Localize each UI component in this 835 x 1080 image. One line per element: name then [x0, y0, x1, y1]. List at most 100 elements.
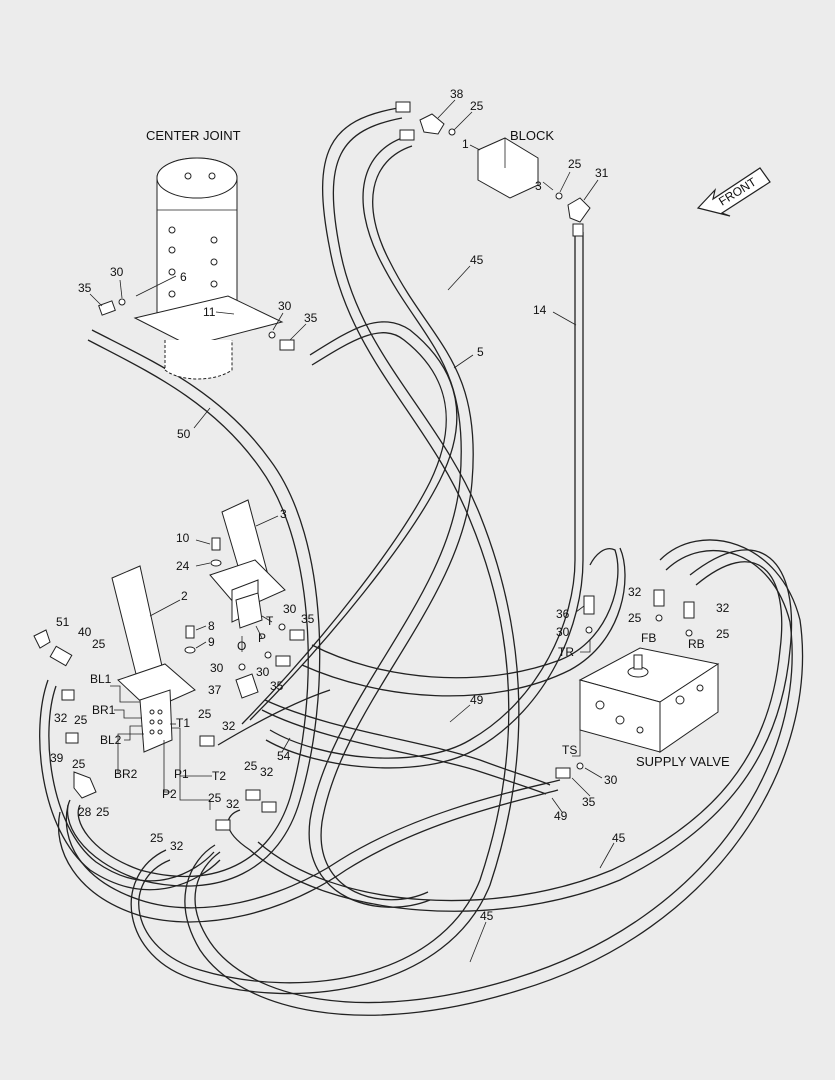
cj-port-f	[210, 258, 218, 266]
leader-9	[195, 641, 207, 649]
callout-25-t2: 25	[244, 759, 258, 773]
hose-28-b	[57, 789, 559, 923]
block-port-1: 1	[462, 137, 469, 151]
hose-cj-right-a	[249, 321, 458, 721]
leader-bl1	[110, 685, 140, 703]
leader-50	[193, 407, 211, 429]
callout-45-top: 45	[470, 253, 484, 267]
supply-valve	[578, 647, 720, 753]
fitting-37	[235, 673, 259, 699]
callout-51: 51	[56, 615, 70, 629]
callout-25-block-a: 25	[470, 99, 484, 113]
block-leader-3	[542, 181, 554, 191]
port-t: T	[266, 614, 274, 628]
port-bl2: BL2	[100, 733, 122, 747]
leader-p2	[163, 740, 172, 793]
callout-37: 37	[208, 683, 222, 697]
sv-port-3	[636, 726, 644, 734]
callout-14: 14	[533, 303, 547, 317]
bolt-10	[211, 537, 221, 551]
leader-10	[195, 539, 211, 545]
callout-45-bottom: 45	[480, 909, 494, 923]
callout-30-cj-right: 30	[278, 299, 292, 313]
leader-p	[255, 625, 263, 639]
oring-30-pv-o	[238, 663, 246, 671]
leader-45-right	[599, 842, 615, 869]
fitting-35-cj-left	[98, 300, 116, 316]
cj-port-c	[168, 268, 176, 276]
leader-cj-right-30	[272, 312, 284, 331]
pedal-3	[209, 499, 286, 629]
brake-valve-port-6	[157, 729, 163, 735]
callout-30-pv-o: 30	[210, 661, 224, 675]
callout-30-ts: 30	[604, 773, 618, 787]
leader-t2	[172, 727, 212, 777]
leader-ts	[572, 700, 581, 757]
hose-bl1-a	[39, 679, 221, 891]
center-joint: 6 11	[133, 157, 284, 380]
fitting-32-rb	[683, 601, 695, 619]
leader-49-low	[551, 797, 563, 813]
leader-t	[261, 615, 273, 623]
leader-45-bottom	[469, 921, 487, 963]
leader-cj-left-35	[89, 293, 103, 307]
leader-tr	[580, 640, 591, 653]
port-t1: T1	[176, 716, 190, 730]
callout-36: 36	[556, 607, 570, 621]
fitting-28	[73, 771, 97, 799]
washer-9	[184, 646, 196, 654]
callout-25-block-b: 25	[568, 157, 582, 171]
leader-45-top	[447, 265, 471, 291]
hose-45-bottom-b	[194, 549, 793, 1004]
port-br1: BR1	[92, 703, 116, 717]
callout-32-p1: 32	[226, 797, 240, 811]
brake-valve-body	[139, 689, 173, 753]
callout-35-ts: 35	[582, 795, 596, 809]
callout-32-t2: 32	[260, 765, 274, 779]
callout-32-p2: 32	[170, 839, 184, 853]
fitting-38	[419, 113, 445, 135]
port-p2: P2	[162, 787, 177, 801]
leader-24	[195, 562, 211, 567]
callout-25-fb: 25	[628, 611, 642, 625]
hose-49-c	[264, 699, 551, 786]
callout-3: 3	[280, 507, 287, 521]
front-arrow-shape	[696, 167, 771, 217]
hose-bl1-b	[48, 685, 215, 882]
oring-30-cj-left	[118, 298, 126, 306]
callout-5: 5	[477, 345, 484, 359]
leader-2	[149, 599, 181, 617]
pedal-2	[111, 565, 196, 753]
cj-port-d	[168, 290, 176, 298]
port-ts: TS	[562, 743, 577, 757]
leader-5	[453, 354, 474, 369]
fitting-40	[49, 645, 73, 667]
port-rb: RB	[688, 637, 705, 651]
port-labels: BL1 BR1 BL2 BR2 T1 T2 P1 P2 T P O TR TS …	[90, 614, 705, 801]
hoses	[39, 107, 804, 1016]
leader-cj-left-30	[119, 279, 123, 299]
block-body	[477, 137, 539, 199]
pedal-valve-small	[235, 592, 263, 629]
callout-30-tr: 30	[556, 625, 570, 639]
callout-24: 24	[176, 559, 190, 573]
callout-35-cj-left: 35	[78, 281, 92, 295]
callout-32-rb: 32	[716, 601, 730, 615]
port-t2: T2	[212, 769, 226, 783]
cj-port-g	[210, 280, 218, 288]
callout-25-p1: 25	[208, 791, 222, 805]
cj-bolt-1	[184, 172, 192, 180]
callout-40: 40	[78, 625, 92, 639]
oring-30-cj-right	[268, 331, 276, 339]
callout-50: 50	[177, 427, 191, 441]
title-center-joint: CENTER JOINT	[146, 128, 241, 143]
pedal-2-base	[117, 663, 196, 711]
oring-25-block-a	[448, 128, 456, 136]
callout-32-bl1: 32	[54, 711, 68, 725]
leader-bl2	[124, 725, 142, 741]
oring-25-fb	[655, 614, 663, 622]
leader-25-a	[453, 111, 473, 131]
hose-45-bottom-a	[184, 539, 804, 1016]
